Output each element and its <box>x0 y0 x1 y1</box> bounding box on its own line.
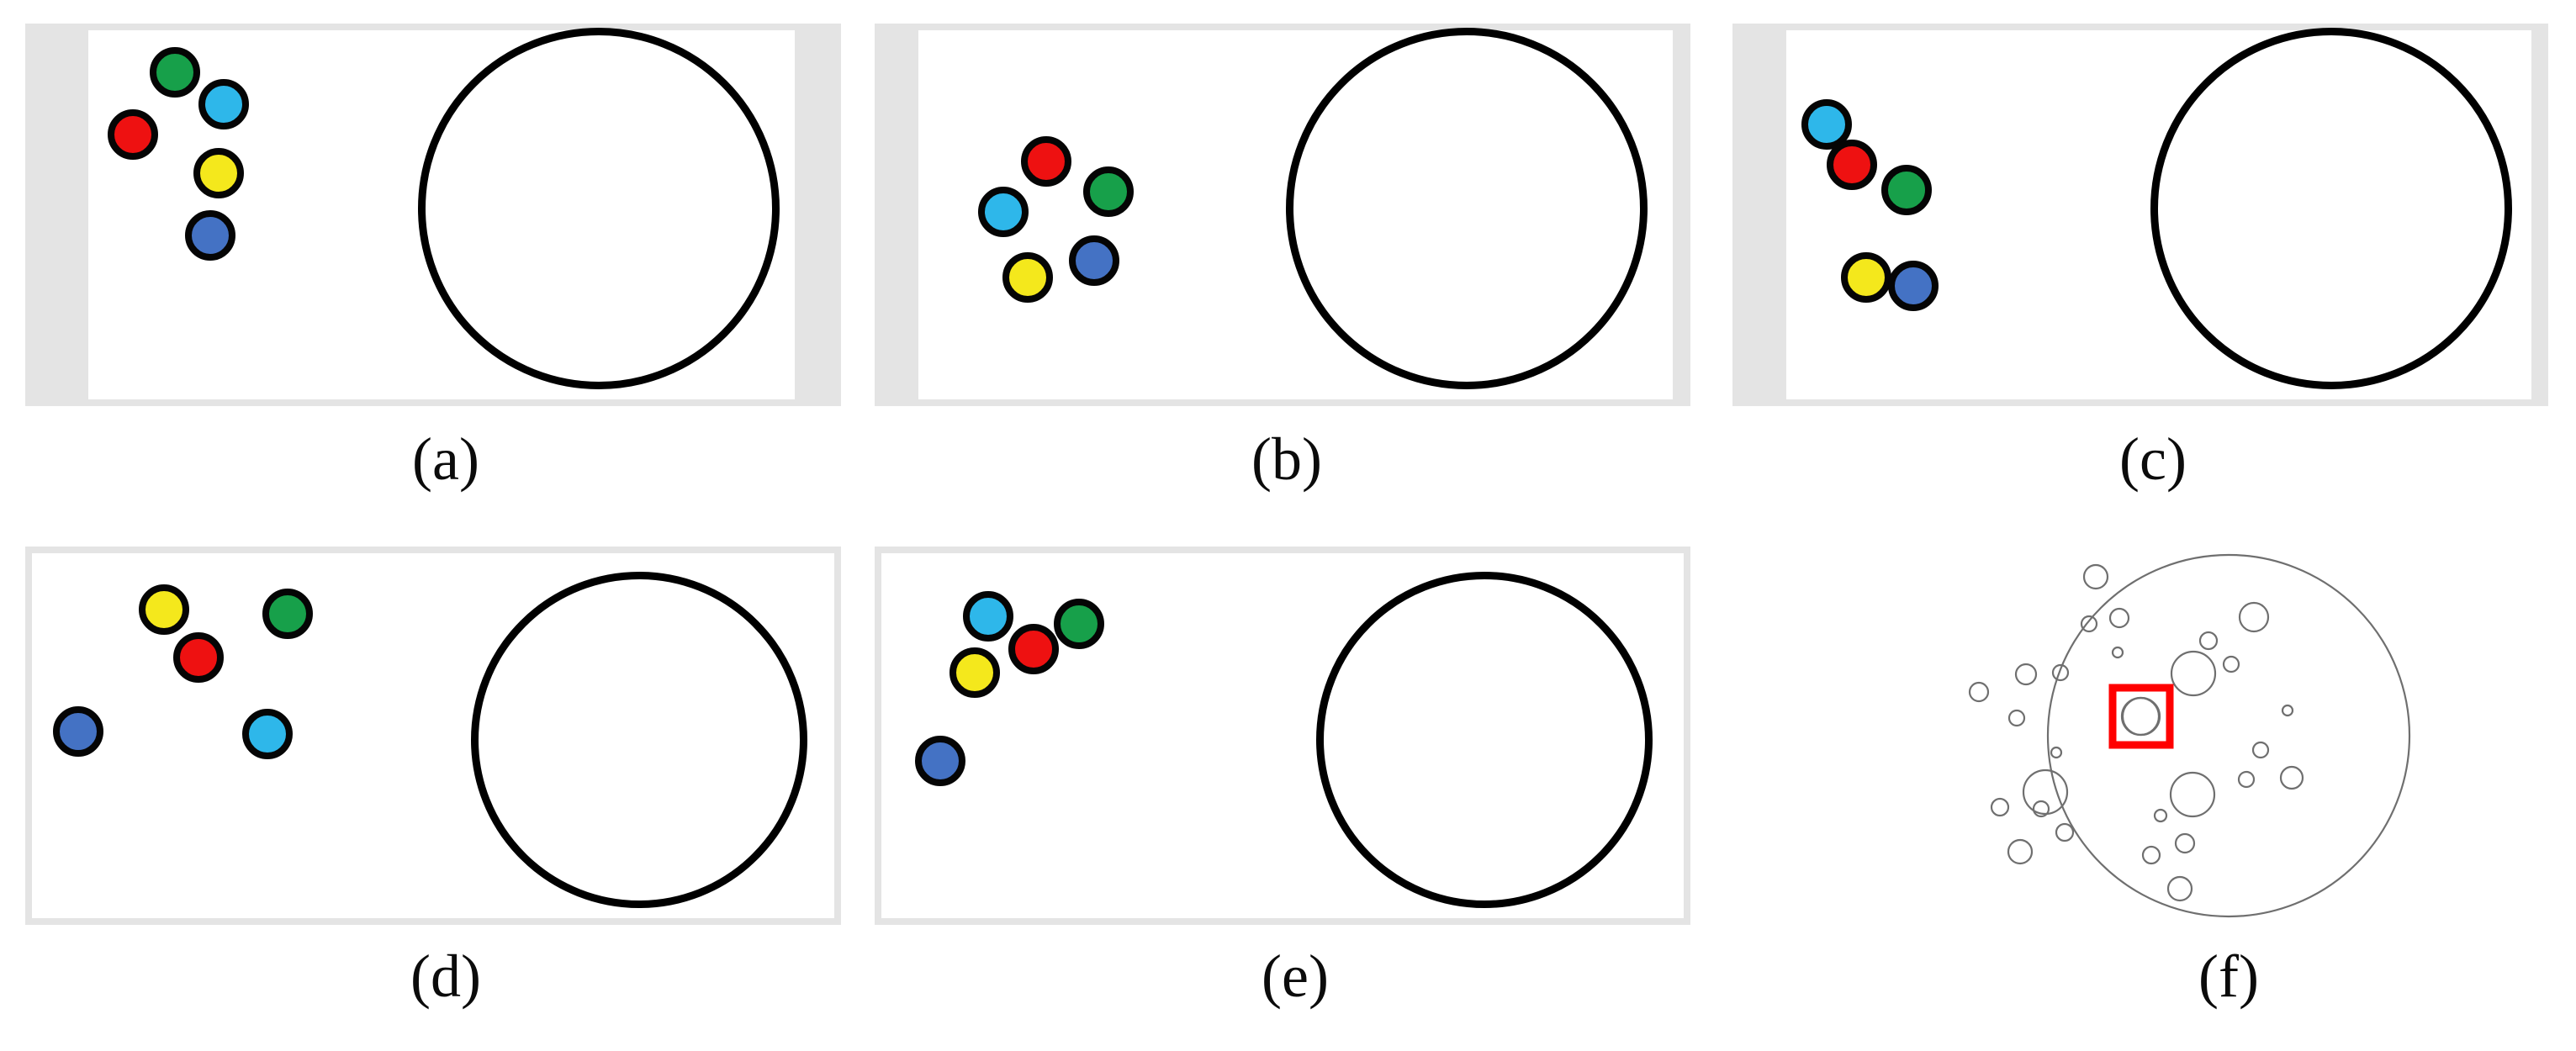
panel-b-marker-blue <box>1069 235 1119 286</box>
panel-c-marker-red <box>1827 140 1877 190</box>
caption-e: (e) <box>1262 943 1329 1010</box>
panel-d-marker-cyan <box>242 709 293 759</box>
panel-a-marker-cyan <box>198 79 249 129</box>
panel-c-marker-yellow <box>1841 252 1891 303</box>
highlight-box <box>2108 684 2174 749</box>
panel-b-marker-yellow <box>1002 252 1053 303</box>
panel-e-outline-circle <box>1316 572 1653 908</box>
panel-a-marker-red <box>108 109 158 160</box>
panel-e-marker-green <box>1054 599 1104 649</box>
caption-d: (d) <box>410 943 481 1010</box>
caption-a: (a) <box>412 425 479 493</box>
panel-a-marker-blue <box>185 210 235 261</box>
panel-b-marker-cyan <box>978 187 1029 237</box>
caption-b: (b) <box>1251 425 1322 493</box>
caption-c: (c) <box>2119 425 2187 493</box>
panel-f-disc <box>1968 534 2431 937</box>
panel-d-marker-yellow <box>139 584 189 635</box>
panel-e-marker-yellow <box>949 647 1000 698</box>
panel-c-marker-blue <box>1888 261 1939 311</box>
disc-highlighted-circle <box>2121 696 2161 737</box>
panel-d-marker-green <box>262 589 313 639</box>
disc-sub-circles <box>1968 563 2304 902</box>
panel-b-marker-green <box>1083 166 1134 217</box>
panel-a-outline-circle <box>418 28 780 389</box>
disc-boundary <box>2046 553 2411 918</box>
panel-d-outline-circle <box>471 572 807 908</box>
panel-b-marker-red <box>1021 136 1071 187</box>
panel-d-marker-blue <box>53 706 103 757</box>
panel-c-outline-circle <box>2150 28 2512 389</box>
panel-d-marker-red <box>173 632 224 683</box>
panel-e-marker-blue <box>915 736 965 786</box>
panel-e-marker-red <box>1008 624 1059 674</box>
panel-c-marker-green <box>1881 165 1932 215</box>
panel-f-svg <box>1968 553 2411 918</box>
panel-a-marker-green <box>150 47 200 98</box>
caption-f: (f) <box>2198 943 2259 1010</box>
panel-b-outline-circle <box>1286 28 1648 389</box>
panel-a-marker-yellow <box>193 148 244 198</box>
panel-e-marker-cyan <box>963 591 1013 642</box>
